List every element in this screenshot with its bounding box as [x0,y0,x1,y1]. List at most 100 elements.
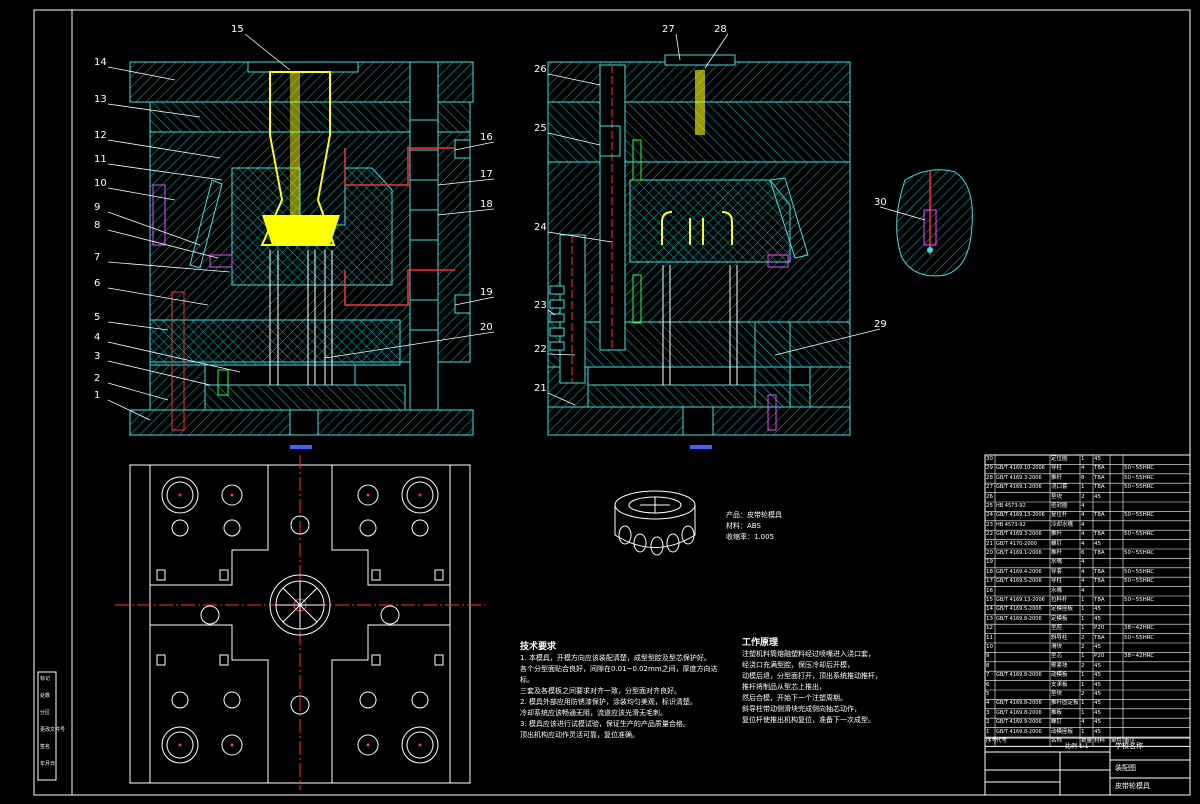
revision-strip-label: 年月日 [40,761,56,767]
bom-cell: 27 [986,484,993,491]
bom-cell: 导柱 [1051,578,1063,585]
callout-leader [107,321,169,331]
callout-label-14: 14 [94,57,107,68]
callout-label-21: 21 [534,383,547,394]
bom-cell: 50~55HRC [1124,465,1155,472]
bom-cell: HB 4573-92 [996,521,1026,528]
bom-cell: 浇口套 [1051,484,1068,491]
bom-cell: 2 [1081,644,1085,650]
callout-label-23: 23 [534,300,547,311]
bom-cell: 备注 [1124,738,1136,744]
bom-cell: 13 [986,615,993,622]
bom-cell: 2 [986,719,990,726]
bom-cell: 代号 [996,738,1008,744]
callout-leader [107,103,201,118]
bom-cell: P20 [1094,653,1105,660]
bom-cell: GB/T 4169.5-2006 [996,606,1042,613]
callout-label-20: 20 [480,322,493,333]
bom-cell: 45 [1094,493,1101,500]
bom-cell: 楔紧块 [1051,662,1068,669]
bom-cell: GB/T 4169.5-2006 [996,578,1042,585]
bom-cell: 1 [1081,709,1085,716]
bom-cell: 15 [986,597,993,603]
school-name: 学校名称 [1115,742,1143,750]
callout-leader [107,66,176,81]
bom-cell: T8A [1094,465,1105,472]
callout-label-19: 19 [480,287,493,298]
bom-cell: GB/T 4169.13-2006 [996,597,1045,603]
bom-cell: T8A [1094,550,1105,556]
bom-cell: 材料 [1094,738,1106,744]
bom-cell: 8 [986,662,990,669]
bom-cell: 冷却水嘴 [1051,521,1074,528]
bom-cell: 1 [1081,653,1085,660]
bom-cell: 50~55HRC [1124,634,1155,641]
bom-cell: GB/T 4169.4-2006 [996,568,1042,575]
callout-label-12: 12 [94,130,107,141]
bom-cell: GB/T 4169.8-2006 [996,709,1042,716]
tech-line: 三套及各模板之间要求对齐一致，分型面对齐良好。 [520,687,681,695]
callout-label-16: 16 [480,132,493,143]
bom-cell: 38~42HRC [1124,653,1155,660]
bom-cell: T8A [1094,512,1105,519]
callout-leader [774,328,881,356]
bom-cell: 垫块 [1051,493,1063,500]
bom-cell: 50~55HRC [1124,474,1155,481]
callout-label-8: 8 [94,220,100,231]
bom-cell: 16 [986,587,993,594]
callout-leader [547,73,601,86]
callout-label-17: 17 [480,169,493,180]
bom-cell: GB/T 4169.8-2006 [996,700,1042,707]
bom-cell: 4 [1081,559,1085,566]
bom-cell: GB/T 4169.13-2006 [996,512,1045,519]
drawing-name: 装配图 [1115,764,1136,772]
callout-label-4: 4 [94,332,100,343]
revision-strip-label: 标记 [40,676,51,682]
bom-cell: 1 [986,728,990,735]
bom-cell: 24 [986,512,993,519]
callout-leader [454,141,495,151]
callout-leader [547,353,576,356]
bom-cell: 4 [1081,503,1085,509]
bom-cell: 1 [1081,615,1085,622]
tech-line: 各个分型面贴合良好，间隙在0.01~0.02mm之间，厚度方向达标。 [520,665,718,684]
bom-cell: GB/T 4169.1-2006 [996,484,1042,491]
bom-cell: GB/T 4169.10-2006 [996,465,1045,472]
work-title: 工作原理 [742,638,779,648]
callout-label-29: 29 [874,319,887,330]
callout-leader [437,208,495,216]
callout-leader [107,341,241,373]
callout-label-24: 24 [534,222,547,233]
callout-label-30: 30 [874,197,887,208]
revision-strip-label: 分区 [40,710,51,716]
bom-cell: 4 [1081,465,1085,472]
bom-cell: 垫块 [1051,691,1063,697]
bom-cell: 斜导柱 [1051,634,1068,641]
bom-cell: 动模座板 [1051,728,1074,735]
bom-cell: 21 [986,540,993,547]
work-line: 经浇口充满型腔，保压冷却后开模， [742,661,854,669]
callout-leader [107,399,151,421]
callout-label-6: 6 [94,278,100,289]
work-line: 注塑机料筒熔融塑料经过喷嘴进入浇口套， [742,650,875,658]
callout-leader [454,296,495,306]
bom-cell: GB/T 4169.3-2006 [996,531,1042,538]
callout-leader [107,360,211,386]
bom-cell: T8A [1094,531,1105,538]
callout-label-10: 10 [94,178,107,189]
bom-cell: 4 [1081,521,1085,528]
callout-leader [107,139,221,159]
callouts: 1234567891011121314151617181920212223242… [94,24,926,421]
callout-leader [437,178,495,186]
bom-cell: T8A [1094,474,1105,481]
callout-leader [324,331,495,359]
bom-cell: 50~55HRC [1124,512,1155,519]
bom-cell: 定模板 [1051,615,1068,622]
tech-line: 2. 模具外部应用防锈漆保护，涂装均匀美观，标识清楚。 [520,698,697,706]
bom-cell: 定模座板 [1051,606,1074,613]
callout-label-13: 13 [94,94,107,105]
bom-cell: 密封圈 [1051,503,1068,509]
callout-label-2: 2 [94,373,100,384]
bom-cell: 序号 [986,738,998,744]
bom-cell: 推杆 [1051,550,1063,556]
